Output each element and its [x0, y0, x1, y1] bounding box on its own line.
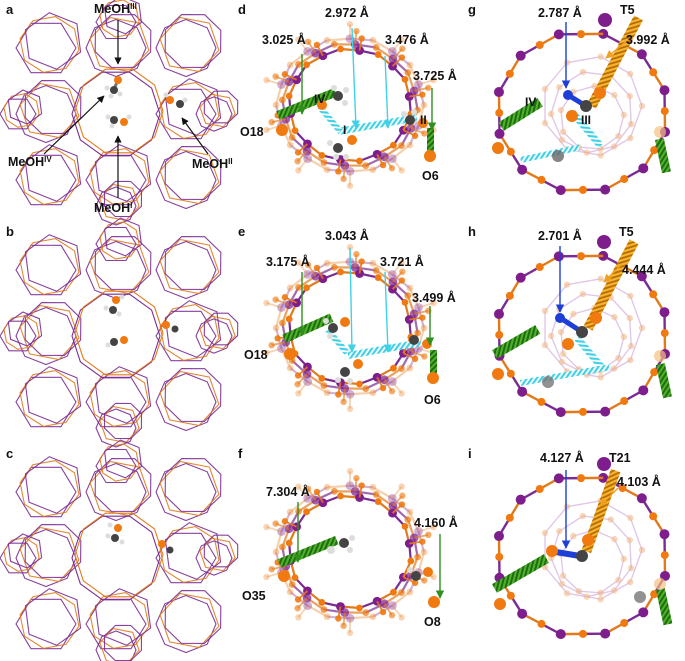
dist-i-1: 4.127 Å	[540, 450, 584, 465]
panel-letter-a: a	[6, 2, 14, 17]
panel-letter-h: h	[468, 224, 476, 239]
panel-c-molecules	[105, 522, 174, 554]
panel-letter-g: g	[468, 2, 476, 17]
meoh-molecule	[327, 535, 355, 554]
panel-i-overlay: 4.127 Å 4.103 Å T21	[492, 450, 673, 626]
atom-f-o35: O35	[242, 589, 266, 603]
meoh-ii-molecule	[163, 92, 188, 108]
panel-letter-d: d	[238, 2, 246, 17]
label-meoh-ii: MeOHII	[192, 157, 233, 171]
panel-b-framework	[0, 217, 239, 448]
panel-b-molecules	[103, 294, 179, 348]
panel-c-framework	[0, 439, 239, 661]
panel-f-overlay: 7.304 Å 4.160 Å O35 O8	[242, 484, 458, 629]
meoh-molecule	[327, 135, 357, 160]
panel-a-framework	[0, 0, 239, 226]
dist-g-2: 3.992 Å	[626, 32, 670, 47]
panel-letter-f: f	[238, 446, 243, 461]
panel-i-cage	[493, 472, 671, 640]
meoh-molecule	[323, 317, 350, 339]
dist-f-1: 7.304 Å	[266, 484, 310, 499]
dist-e-2: 3.043 Å	[325, 228, 369, 243]
label-meoh-iv: MeOHIV	[8, 155, 52, 169]
atom-d-o6: O6	[422, 169, 439, 183]
panel-letter-e: e	[238, 224, 245, 239]
mol-d-i: I	[343, 123, 346, 137]
label-meoh-iii: MeOHIII	[94, 2, 137, 16]
meoh-i-molecule	[105, 114, 132, 129]
dist-g-1: 2.787 Å	[538, 5, 582, 20]
label-meoh-i: MeOHI	[94, 201, 132, 215]
dist-e-1: 3.175 Å	[266, 254, 310, 269]
panel-d-overlay: 3.025 Å 2.972 Å 3.476 Å 3.725 Å O18 O6 I…	[240, 5, 457, 183]
dist-d-4: 3.725 Å	[413, 68, 457, 83]
meoh-molecule	[407, 567, 433, 581]
dist-e-3: 3.721 Å	[380, 254, 424, 269]
panel-h-overlay: 2.701 Å 4.444 Å T5	[492, 225, 672, 399]
atom-d-o18: O18	[240, 125, 264, 139]
panel-letter-c: c	[6, 446, 13, 461]
dist-h-2: 4.444 Å	[622, 262, 666, 277]
site-i: T21	[609, 451, 631, 465]
atom-e-o6: O6	[424, 393, 441, 407]
dist-f-2: 4.160 Å	[414, 515, 458, 530]
panel-a-molecules	[104, 76, 188, 129]
panel-letter-b: b	[6, 224, 14, 239]
atom-e-o18: O18	[244, 348, 268, 362]
panel-g-cage	[493, 28, 671, 196]
dist-d-2: 2.972 Å	[325, 5, 369, 20]
meoh-molecule	[401, 109, 428, 128]
mol-g-iii: III	[581, 113, 591, 127]
panel-e-overlay: 3.175 Å 3.043 Å 3.721 Å 3.499 Å O18 O6	[244, 228, 456, 407]
panel-g-overlay: 2.787 Å 3.992 Å T5 IV III	[492, 3, 671, 174]
panel-a-annotations: MeOHIII MeOHIV MeOHI MeOHII	[8, 2, 233, 215]
site-g: T5	[620, 3, 635, 17]
meoh-molecule	[335, 359, 363, 384]
dist-d-3: 3.476 Å	[385, 32, 429, 47]
mol-d-iv: IV	[314, 92, 325, 106]
dist-e-4: 3.499 Å	[412, 290, 456, 305]
panel-letter-i: i	[468, 446, 472, 461]
mol-g-iv: IV	[525, 95, 536, 109]
dist-h-1: 2.701 Å	[538, 228, 582, 243]
atom-f-o8: O8	[424, 615, 441, 629]
meoh-iii-molecule	[104, 76, 123, 99]
mol-d-ii: II	[420, 113, 427, 127]
dist-d-1: 3.025 Å	[262, 32, 306, 47]
dist-i-2: 4.103 Å	[617, 474, 661, 489]
meoh-molecule	[317, 85, 349, 110]
site-h: T5	[619, 225, 634, 239]
